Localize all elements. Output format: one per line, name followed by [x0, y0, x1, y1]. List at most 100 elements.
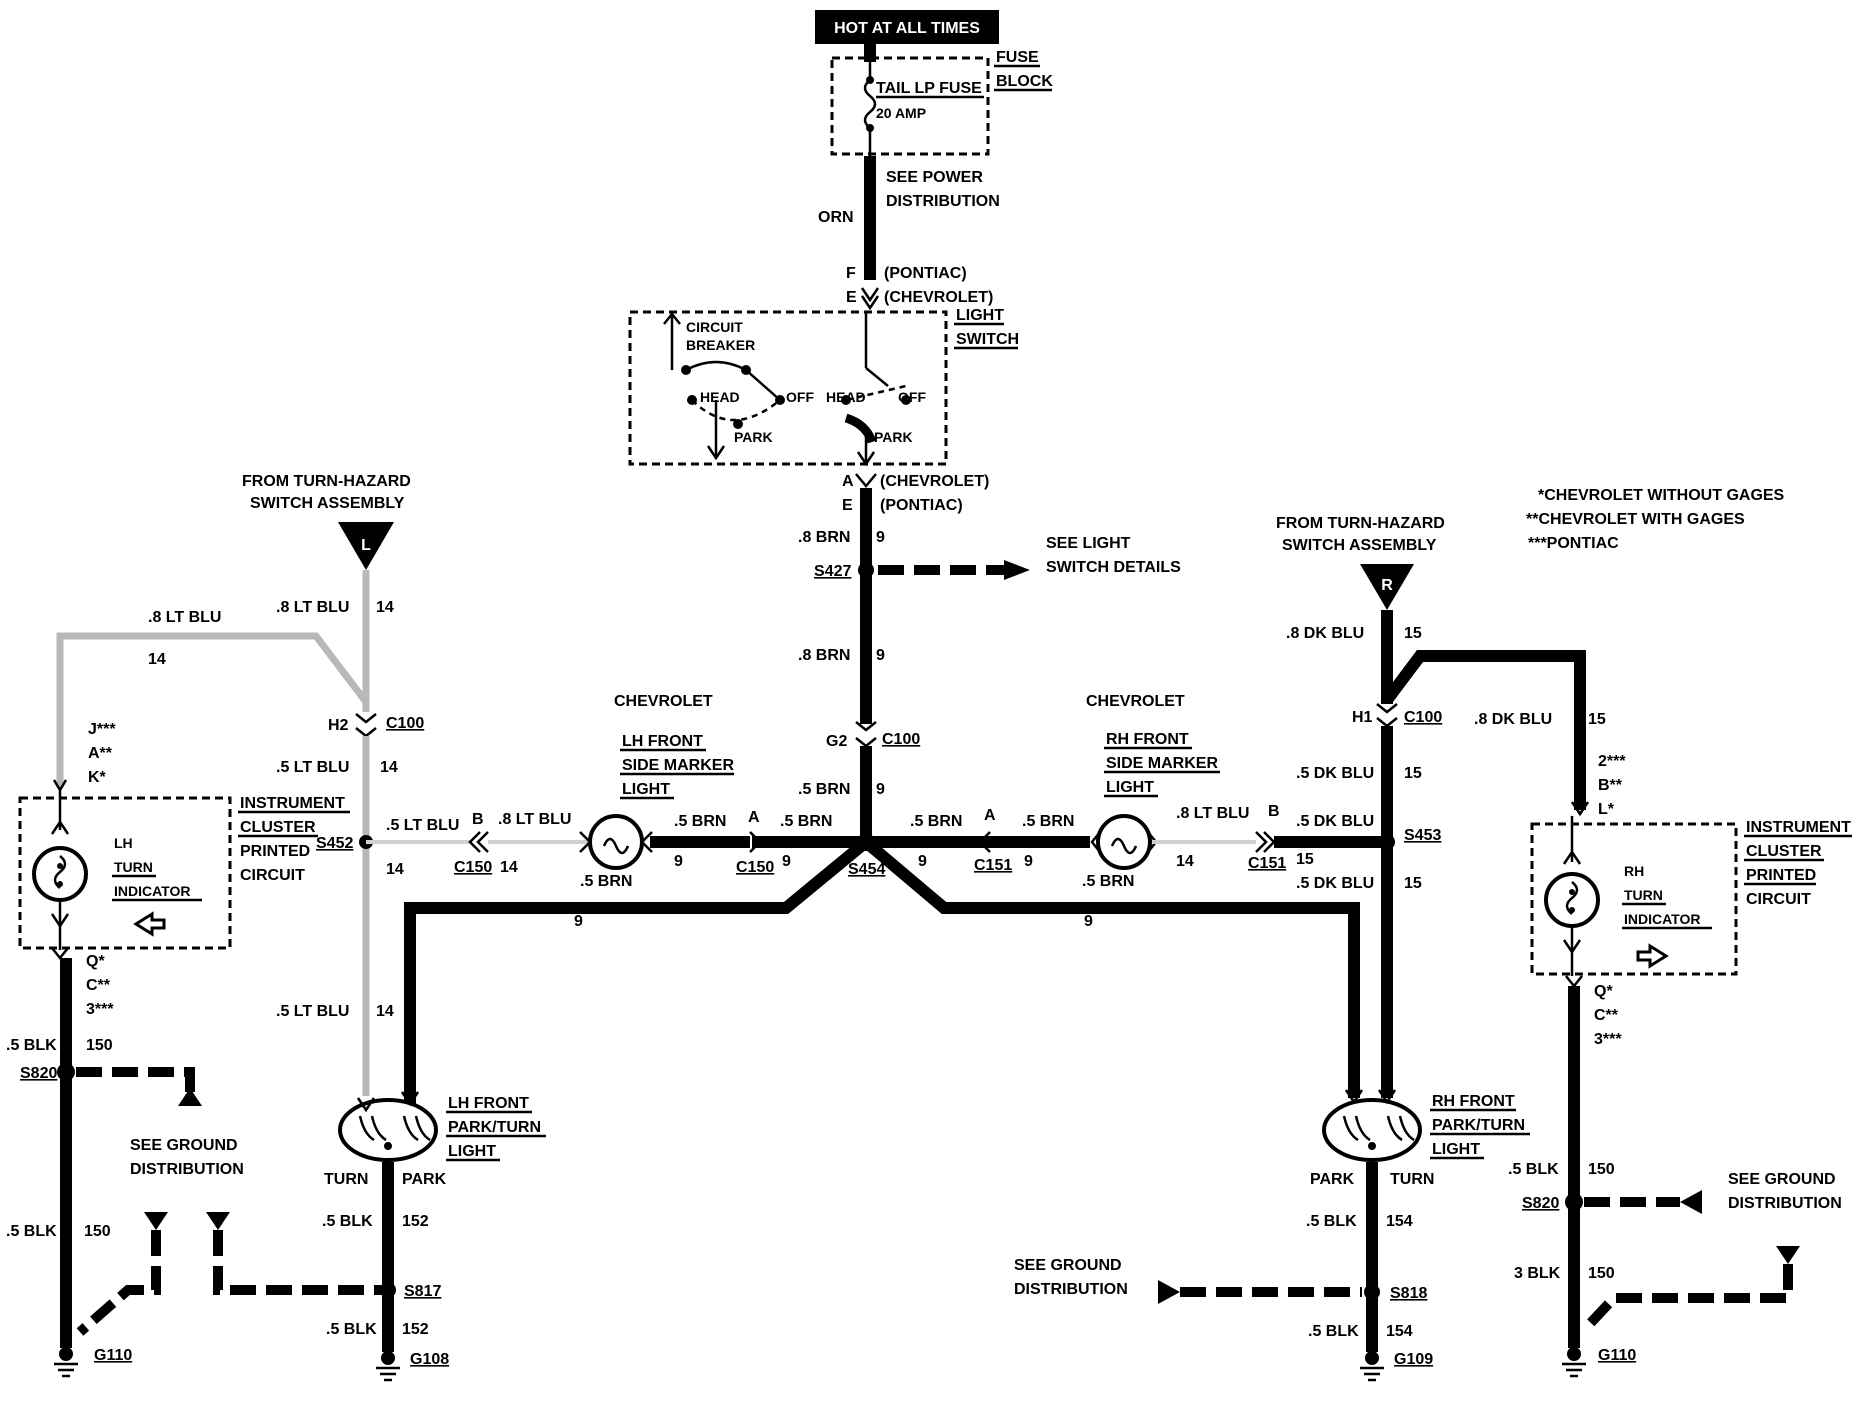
s452-circ: 14: [386, 861, 404, 878]
rh-cluster-1: INSTRUMENT: [1746, 819, 1851, 836]
rh-ind-1: RH: [1624, 863, 1644, 879]
right-low-circ: 15: [1404, 875, 1422, 892]
left-tri-marker: [338, 522, 394, 570]
cb-label-1: CIRCUIT: [686, 319, 743, 335]
s818-label: S818: [1390, 1285, 1427, 1302]
left-s820: S820: [20, 1065, 57, 1082]
right-c100: C100: [1404, 709, 1442, 726]
left-branch-circ: 14: [148, 651, 166, 668]
right-see-gnd-1: SEE GROUND: [1728, 1171, 1836, 1188]
left-see-gnd-2: DISTRIBUTION: [130, 1161, 244, 1178]
c150b-gauge: .8 LT BLU: [498, 811, 571, 828]
fuse-block-label-1: FUSE: [996, 49, 1039, 66]
right-blk2-circ: 150: [1588, 1265, 1615, 1282]
left-blk-circ: 150: [86, 1037, 113, 1054]
left-s820-splice: [57, 1063, 75, 1081]
g109-label: G109: [1394, 1351, 1433, 1368]
out-a: A: [842, 473, 854, 490]
left-low-gauge: .5 LT BLU: [276, 1003, 349, 1020]
lh-marker-title: CHEVROLET: [614, 693, 713, 710]
lh-ind-3: INDICATOR: [114, 883, 190, 899]
switch-off-2: OFF: [898, 389, 926, 405]
rh-marker-brn2-gauge: .5 BRN: [1022, 813, 1074, 830]
rh-marker-c151b: C151: [1248, 855, 1286, 872]
lh-cluster-2: CLUSTER: [240, 819, 316, 836]
lh-park-turn-light: [338, 1091, 438, 1162]
orn-label: ORN: [818, 209, 854, 226]
right-s453-gauge: .5 DK BLU: [1296, 813, 1374, 830]
lh-cluster-4: CIRCUIT: [240, 867, 305, 884]
out-e: E: [842, 497, 853, 514]
left-mid-gauge: .5 LT BLU: [276, 759, 349, 776]
right-s820: S820: [1522, 1195, 1559, 1212]
rh-marker-bot-gauge: .5 BRN: [1082, 873, 1134, 890]
left-pinb-3: 3***: [86, 1001, 114, 1018]
rh-cluster-4: CIRCUIT: [1746, 891, 1811, 908]
right-top-gauge: .8 DK BLU: [1286, 625, 1364, 642]
right-branch-circ: 15: [1588, 711, 1606, 728]
lh-marker-brn-gauge: .5 BRN: [674, 813, 726, 830]
lh-marker-brn-circ: 9: [674, 853, 683, 870]
rh-marker-brn-circ: 9: [918, 853, 927, 870]
c150-label: C150: [454, 859, 492, 876]
right-blk2-gauge: 3 BLK: [1514, 1265, 1561, 1282]
c150-circ: 14: [500, 859, 518, 876]
s818-splice: [1364, 1284, 1380, 1300]
g110-left-ground: [54, 1347, 78, 1378]
center-w3-gauge: .5 BRN: [798, 781, 850, 798]
left-c100: C100: [386, 715, 424, 732]
out-pontiac: (PONTIAC): [880, 497, 963, 514]
center-w1-gauge: .8 BRN: [798, 529, 850, 546]
rh-marker-3: LIGHT: [1106, 779, 1154, 796]
left-pinb-2: C**: [86, 977, 111, 994]
g109-ground: [1360, 1351, 1384, 1382]
left-top-circ: 14: [376, 599, 394, 616]
legend-1: *CHEVROLET WITHOUT GAGES: [1538, 487, 1785, 504]
hot-label: HOT AT ALL TIMES: [834, 20, 980, 37]
right-h1: H1: [1352, 709, 1373, 726]
rh-see-gnd-1: SEE GROUND: [1014, 1257, 1122, 1274]
lh-park-circ: 152: [402, 1213, 429, 1230]
right-pin-3: L*: [1598, 801, 1615, 818]
lh-park-2: PARK/TURN: [448, 1119, 541, 1136]
rh-park-gauge: .5 BLK: [1306, 1213, 1357, 1230]
rh-marker-a: A: [984, 807, 996, 824]
hot-at-all-times-block: HOT AT ALL TIMES: [815, 10, 999, 44]
out-chevrolet: (CHEVROLET): [880, 473, 989, 490]
center-c100: C100: [882, 731, 920, 748]
right-blk-circ: 150: [1588, 1161, 1615, 1178]
left-pin-2: A**: [88, 745, 113, 762]
left-low-circ: 14: [376, 1003, 394, 1020]
lh-marker-1: LH FRONT: [622, 733, 703, 750]
left-mid-circ: 14: [380, 759, 398, 776]
right-low-gauge: .5 DK BLU: [1296, 875, 1374, 892]
see-power-1: SEE POWER: [886, 169, 983, 186]
s453-splice: [1379, 834, 1395, 850]
lh-park-gauge: .5 BLK: [322, 1213, 373, 1230]
right-arrow-icon: [1636, 943, 1669, 969]
right-from-1: FROM TURN-HAZARD: [1276, 515, 1445, 532]
rh-park-1: RH FRONT: [1432, 1093, 1515, 1110]
g2-label: G2: [826, 733, 847, 750]
rh-park-2: PARK/TURN: [1432, 1117, 1525, 1134]
g108-ground: [376, 1351, 400, 1382]
left-blk2-circ: 150: [84, 1223, 111, 1240]
rh-marker-1: RH FRONT: [1106, 731, 1189, 748]
left-branch-gauge: .8 LT BLU: [148, 609, 221, 626]
rh-marker-blu-circ: 14: [1176, 853, 1194, 870]
right-blk-gauge: .5 BLK: [1508, 1161, 1559, 1178]
rh-marker-2: SIDE MARKER: [1106, 755, 1218, 772]
rh-park-circ: 154: [1386, 1213, 1413, 1230]
rh-marker-b: B: [1268, 803, 1280, 820]
left-arrow-icon: [133, 911, 166, 937]
light-switch-label-1: LIGHT: [956, 307, 1004, 324]
lh-park-3: LIGHT: [448, 1143, 496, 1160]
rh-marker-blu-gauge: .8 LT BLU: [1176, 805, 1249, 822]
rh-park-circ2: 154: [1386, 1323, 1413, 1340]
lh-marker-2: SIDE MARKER: [622, 757, 734, 774]
fuse-name: TAIL LP FUSE: [876, 80, 982, 97]
lh-marker-brn2-gauge: .5 BRN: [780, 813, 832, 830]
rh-long-circ: 9: [1084, 913, 1093, 930]
s427-label: S427: [814, 563, 851, 580]
left-g110: G110: [94, 1347, 132, 1364]
